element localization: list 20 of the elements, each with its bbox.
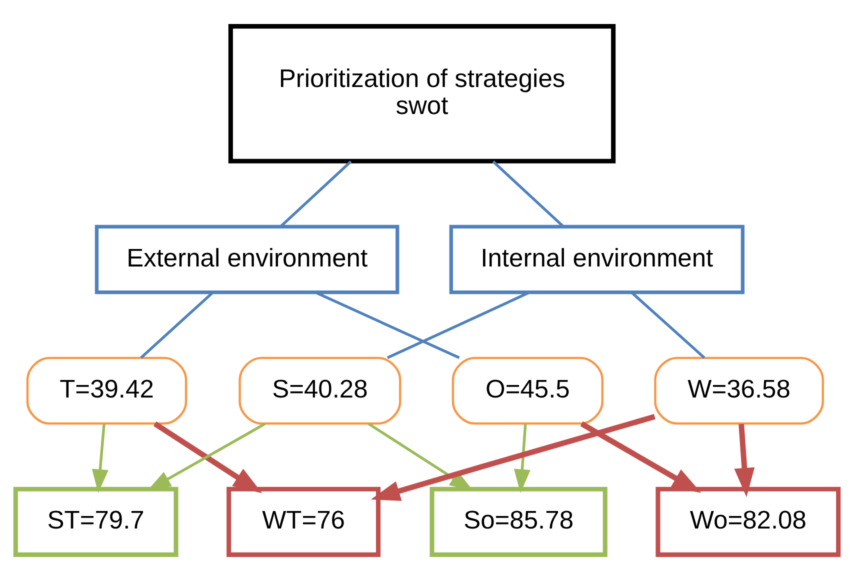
connector — [280, 160, 352, 227]
node-box: So=85.78 — [430, 486, 608, 556]
node-box: Internal environment — [449, 224, 744, 294]
node-box: W=36.58 — [654, 356, 824, 424]
arrow — [92, 423, 108, 493]
node-box: ST=79.7 — [13, 486, 178, 556]
node-box: Wo=82.08 — [656, 486, 841, 556]
node-box: WT=76 — [226, 486, 381, 556]
node-box: T=39.42 — [26, 356, 188, 424]
arrow — [580, 420, 702, 492]
arrow — [370, 414, 656, 500]
node-box: O=45.5 — [452, 356, 604, 424]
arrow — [734, 423, 755, 497]
node-box: Prioritization of strategies swot — [228, 24, 616, 163]
connector — [492, 160, 564, 227]
node-box: External environment — [94, 224, 400, 294]
node-box: S=40.28 — [238, 356, 402, 424]
connector — [140, 291, 214, 358]
connector — [631, 291, 706, 358]
arrow — [514, 423, 530, 493]
